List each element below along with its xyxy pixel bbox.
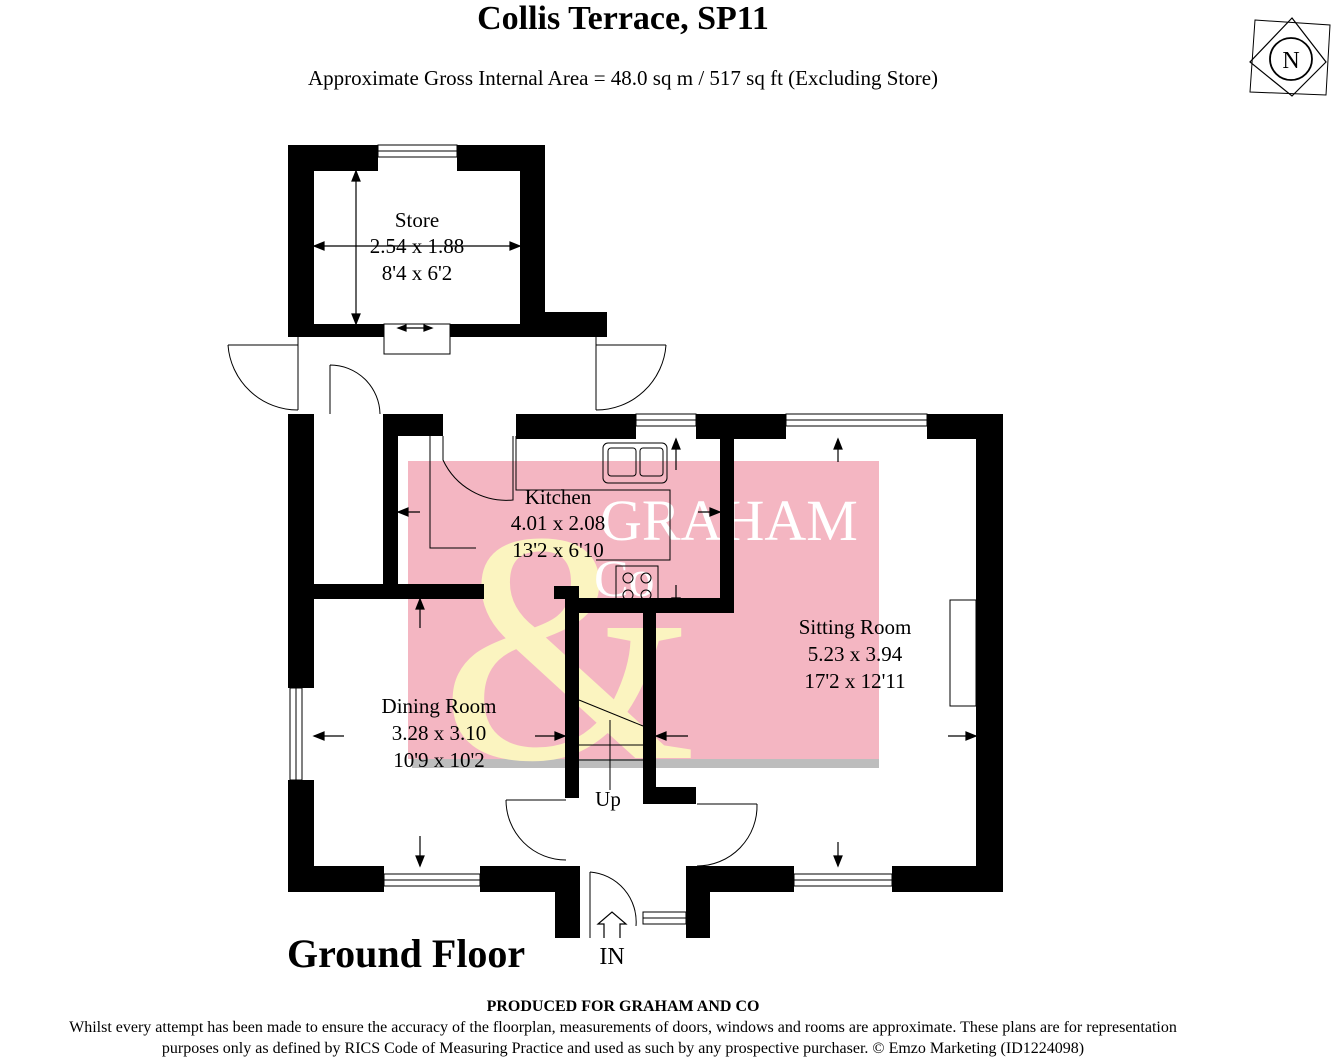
stairs-up-label: Up bbox=[595, 787, 621, 811]
dining-room-name: Dining Room bbox=[382, 694, 497, 718]
compass-north-label: N bbox=[1282, 48, 1299, 74]
kitchen-room-metric: 4.01 x 2.08 bbox=[511, 511, 606, 535]
kitchen-room-imperial: 13'2 x 6'10 bbox=[512, 538, 604, 562]
dimension-arrows bbox=[312, 169, 978, 868]
dining-room-imperial: 10'9 x 10'2 bbox=[393, 748, 485, 772]
stairs bbox=[578, 699, 644, 790]
store-room-metric: 2.54 x 1.88 bbox=[370, 234, 465, 258]
floor-label: Ground Floor bbox=[287, 931, 526, 976]
entrance-arrow-icon bbox=[596, 911, 628, 938]
produced-for-label: PRODUCED FOR GRAHAM AND CO bbox=[486, 998, 760, 1015]
windows bbox=[289, 144, 977, 925]
entrance-label: IN bbox=[599, 944, 624, 970]
kitchen-fittings bbox=[429, 436, 671, 607]
house-walls bbox=[288, 414, 1003, 938]
disclaimer-line-1: Whilst every attempt has been made to en… bbox=[69, 1019, 1177, 1036]
disclaimer-line-2: purposes only as defined by RICS Code of… bbox=[161, 1040, 1085, 1057]
gross-area-subtitle: Approximate Gross Internal Area = 48.0 s… bbox=[307, 66, 939, 90]
kitchen-room-name: Kitchen bbox=[525, 485, 592, 509]
dining-room-metric: 3.28 x 3.10 bbox=[392, 721, 487, 745]
sitting-room-metric: 5.23 x 3.94 bbox=[808, 642, 903, 666]
store-walls bbox=[288, 145, 607, 337]
sitting-room-name: Sitting Room bbox=[799, 615, 912, 639]
compass-icon: N bbox=[1249, 17, 1331, 97]
store-room-name: Store bbox=[395, 208, 439, 232]
store-room-imperial: 8'4 x 6'2 bbox=[382, 261, 453, 285]
page-title: Collis Terrace, SP11 bbox=[477, 0, 769, 37]
sitting-room-imperial: 17'2 x 12'11 bbox=[804, 669, 905, 693]
door-swings bbox=[227, 337, 758, 938]
